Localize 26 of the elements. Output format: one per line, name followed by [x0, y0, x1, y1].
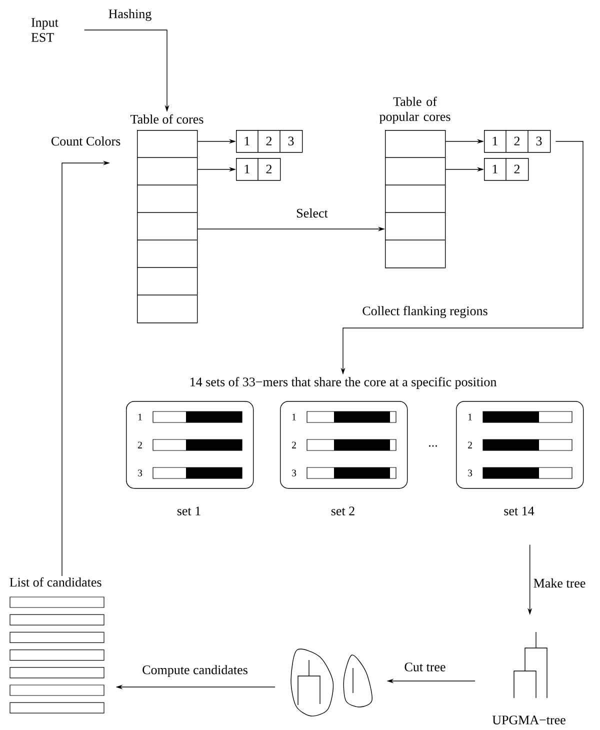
tree-caption: UPGMA−tree [492, 716, 566, 724]
edge-label: Cut tree [404, 662, 446, 672]
edge-label: Count Colors [51, 136, 120, 146]
edge-label: Make tree [534, 578, 586, 588]
list-heading: List of candidates [10, 577, 102, 587]
edge-label: Compute candidates [142, 665, 248, 677]
sets-heading: 14 sets of 33−mers that share the core at a specific position [190, 377, 496, 389]
input-label: Input EST [31, 18, 58, 42]
set-label: set 14 [504, 506, 534, 516]
edge-label: Hashing [108, 9, 152, 21]
ellipsis: ... [429, 445, 438, 447]
list-cells: 1 2 [236, 158, 281, 181]
edge-label: Collect flanking regions [362, 306, 488, 318]
table-heading: Table of popular cores [379, 96, 450, 124]
set-box: 1 2 3 [280, 401, 408, 489]
list-cells: 1 2 3 [236, 130, 303, 153]
set-box: 1 2 3 [126, 401, 254, 489]
tree-drawing [514, 632, 548, 698]
list-cells: 1 2 3 [484, 130, 551, 153]
set-label: set 1 [177, 506, 200, 516]
set-box: 1 2 3 [456, 401, 584, 489]
edge-label: Select [296, 208, 328, 218]
cut-tree-drawing [290, 648, 372, 716]
table-heading: Table of cores [130, 114, 204, 124]
list-cells: 1 2 [484, 158, 529, 181]
set-label: set 2 [331, 506, 354, 516]
